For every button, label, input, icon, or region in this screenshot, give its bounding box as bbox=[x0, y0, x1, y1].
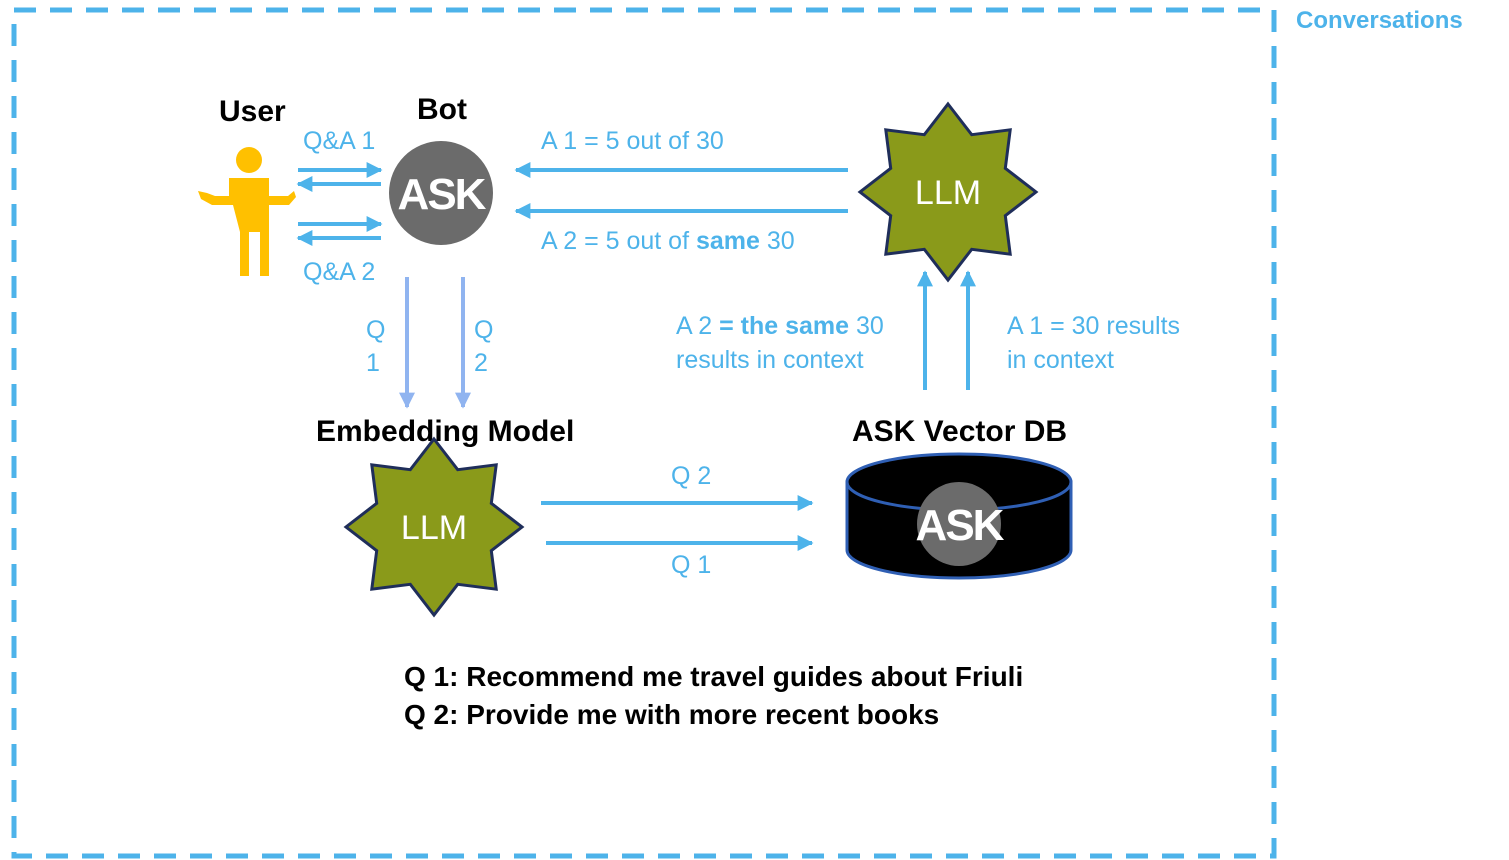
svg-text:LLM: LLM bbox=[915, 174, 981, 212]
question-2: Q 2: Provide me with more recent books bbox=[404, 699, 939, 730]
a2-to-bot-label: A 2 = 5 out of same 30 bbox=[541, 227, 795, 255]
vector-db-cylinder: ASK bbox=[845, 452, 1073, 580]
svg-text:ASK: ASK bbox=[398, 170, 487, 219]
q1-down-label-b: 1 bbox=[366, 349, 380, 377]
q1-right-label: Q 1 bbox=[671, 551, 711, 579]
a2-up-label-line2: results in context bbox=[676, 346, 864, 374]
a1-up-label-line2: in context bbox=[1007, 346, 1114, 374]
bot-label: Bot bbox=[417, 93, 467, 126]
embedding-model-label: Embedding Model bbox=[316, 415, 574, 448]
bot-ask-icon: ASK bbox=[389, 141, 493, 245]
svg-text:LLM: LLM bbox=[401, 509, 467, 547]
user-icon bbox=[198, 147, 296, 276]
llm-top-node: LLM bbox=[857, 101, 1039, 283]
qa1-label: Q&A 1 bbox=[303, 127, 375, 155]
conversations-frame bbox=[11, 7, 1277, 859]
a2-up-label-line1: A 2 = the same 30 bbox=[676, 312, 884, 340]
qa2-label: Q&A 2 bbox=[303, 258, 375, 286]
question-1: Q 1: Recommend me travel guides about Fr… bbox=[404, 661, 1023, 692]
frame-title: Conversations bbox=[1296, 7, 1463, 34]
q2-down-label-a: Q bbox=[474, 316, 493, 344]
user-label: User bbox=[219, 95, 286, 128]
a1-to-bot-label: A 1 = 5 out of 30 bbox=[541, 127, 724, 155]
svg-text:ASK: ASK bbox=[916, 501, 1005, 550]
vector-db-label: ASK Vector DB bbox=[852, 415, 1067, 448]
llm-bottom-node: LLM bbox=[343, 436, 525, 618]
q2-down-label-b: 2 bbox=[474, 349, 488, 377]
q2-right-label: Q 2 bbox=[671, 462, 711, 490]
q1-down-label-a: Q bbox=[366, 316, 385, 344]
a1-up-label-line1: A 1 = 30 results bbox=[1007, 312, 1180, 340]
